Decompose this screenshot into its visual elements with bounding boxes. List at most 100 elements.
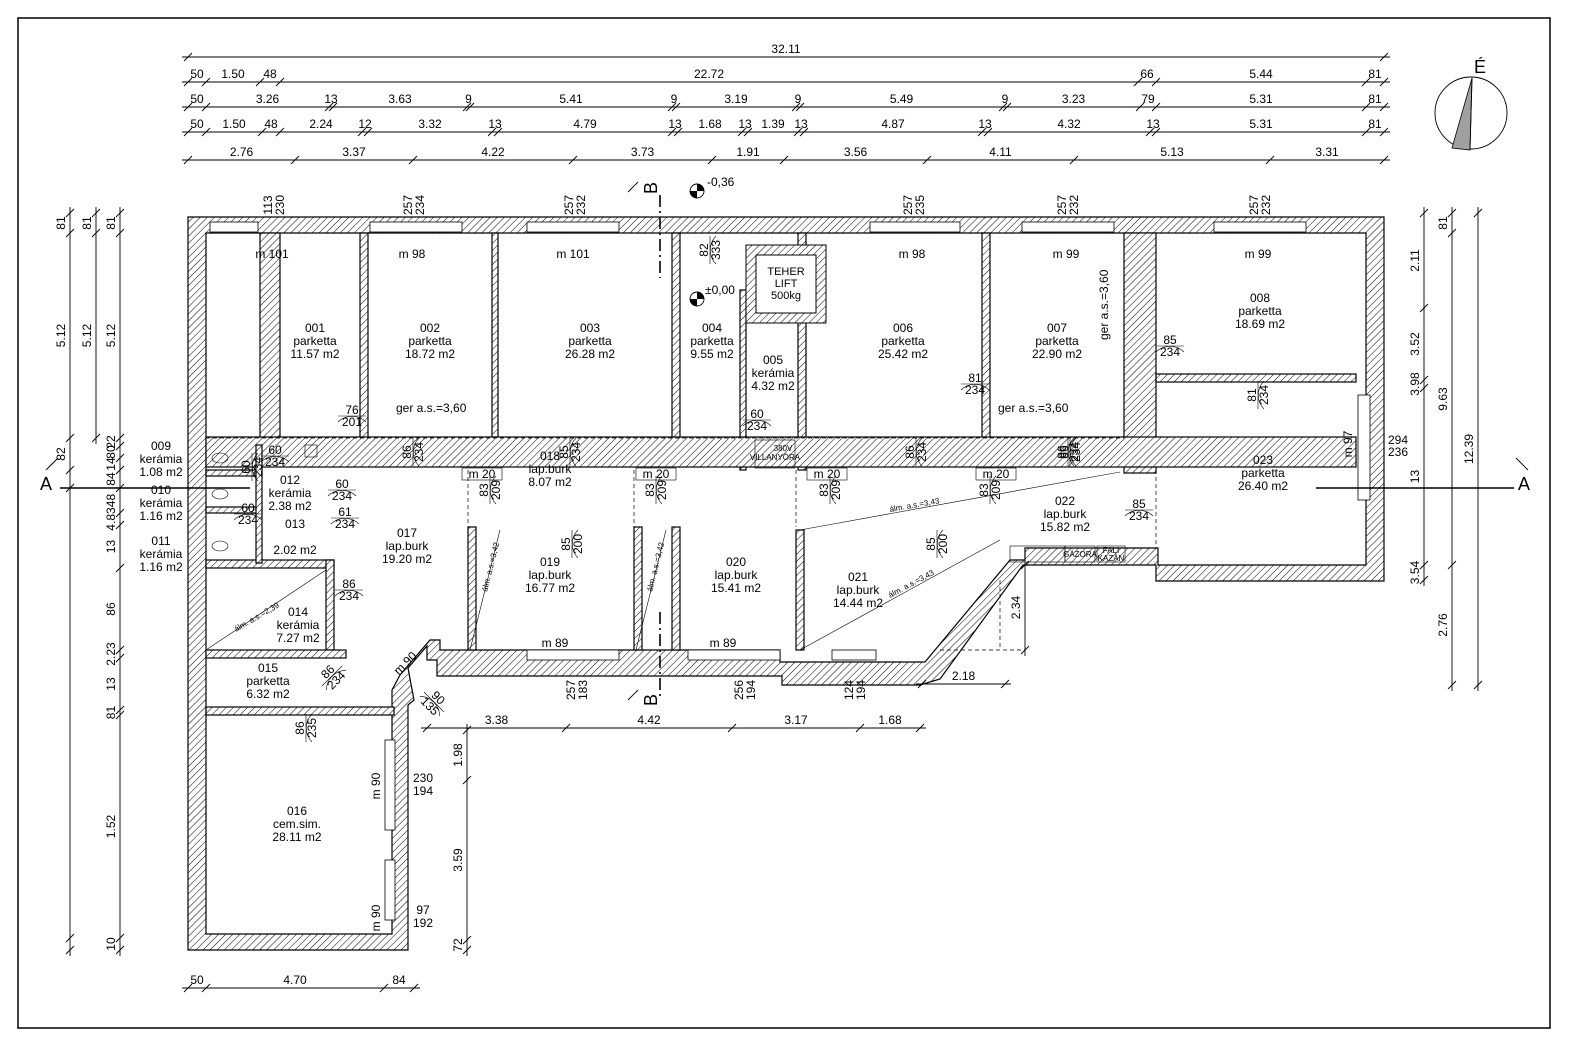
dim-top-4-label: 12: [358, 117, 372, 131]
wall-008-left: [1123, 232, 1157, 474]
door-height-label: 333: [709, 240, 723, 260]
room-id: 013: [285, 517, 305, 531]
dim-top-4-label: 48: [264, 117, 278, 131]
dim-top-3-label: 9: [1002, 92, 1009, 106]
room-id: 004: [702, 321, 722, 335]
room-finish: cem.sim.: [273, 817, 321, 831]
room-finish: lap.burk: [837, 583, 881, 597]
dim-right-a-label: 3.98: [1408, 372, 1422, 396]
dim-top-3-label: 3.23: [1062, 92, 1086, 106]
dim-top-3-label: 79: [1141, 92, 1155, 106]
window-size-label: m 101: [556, 247, 590, 261]
room-area: 16.77 m2: [525, 581, 575, 595]
door-height-label: 209: [489, 480, 503, 500]
room-finish: kerámia: [140, 547, 183, 561]
door-width-label: 82: [697, 243, 711, 257]
dim-right-b-label: 81: [1436, 216, 1450, 230]
dim-top-2-tick: [1361, 77, 1371, 87]
dim-right-a-label: 13: [1408, 470, 1422, 484]
wc-wall-3: [255, 444, 263, 564]
dim-top-3-label: 9: [795, 92, 802, 106]
dim-top-4-label: 13: [668, 117, 682, 131]
dim-top-4-tick: [743, 127, 753, 137]
dim-top-5-tick: [707, 155, 717, 165]
dim-left-b-tick: [115, 520, 125, 530]
dim-top-5-label: 3.56: [844, 145, 868, 159]
drawing-frame: [17, 17, 1551, 1029]
dim-top-4-label: 13: [794, 117, 808, 131]
dim-bottom-1-tick: [183, 983, 193, 993]
dim-top-3-tick: [1379, 102, 1389, 112]
dim-top-4-label: 5.31: [1249, 117, 1273, 131]
walls: [187, 216, 1385, 951]
dim-top-5-label: 1.91: [736, 145, 760, 159]
dim-bottom-south-label: 1.68: [878, 713, 902, 727]
dim-top-4-label: 4.32: [1057, 117, 1081, 131]
dim-wing-v-tick: [1020, 645, 1030, 655]
compass-north-label: É: [1474, 57, 1486, 77]
room-finish: lap.burk: [715, 568, 759, 582]
lintel-label: m 20: [469, 467, 496, 481]
dim-bottom-south-tick: [915, 723, 925, 733]
dim-top-4-label: 13: [978, 117, 992, 131]
room-id: 007: [1047, 321, 1067, 335]
dim-top-2-tick: [1379, 77, 1389, 87]
room-area: 1.16 m2: [139, 509, 183, 523]
dim-top-3-tick: [998, 102, 1008, 112]
electric-panel: [754, 439, 796, 469]
room-id: 001: [305, 321, 325, 335]
lintel-box: [975, 467, 1017, 481]
door-height-label: 235: [305, 718, 319, 738]
dim-right-c-tick: [1473, 680, 1483, 690]
corridor-wall: [205, 436, 1357, 468]
door-height-label: 234: [251, 457, 265, 477]
dim-top-2-tick: [275, 77, 285, 87]
window-sill-label: 192: [413, 916, 433, 930]
dim-top-5-label: 3.37: [342, 145, 366, 159]
room-finish: parketta: [881, 334, 925, 348]
window-height-label: 97: [416, 903, 430, 917]
dim-top-4-tick: [493, 127, 503, 137]
room-area: 22.90 m2: [1032, 347, 1082, 361]
window-size-label: m 89: [542, 636, 569, 650]
wall-006-left: [797, 232, 807, 471]
room-id: 021: [848, 570, 868, 584]
dim-bottom-vert-label: 72: [451, 938, 465, 952]
dim-top-4-label: 4.79: [573, 117, 597, 131]
room-id: 003: [580, 321, 600, 335]
dim-bottom-1-label: 50: [190, 973, 204, 987]
room-id: 020: [726, 555, 746, 569]
dim-right-b-tick: [1447, 228, 1457, 238]
dim-top-5-label: 3.73: [631, 145, 655, 159]
dim-wing-tick: [917, 679, 927, 689]
dim-top-3-tick: [667, 102, 677, 112]
dim-top-3-label: 13: [324, 92, 338, 106]
dim-top-3-tick: [324, 102, 334, 112]
door-height-label: 234: [915, 442, 929, 462]
dim-left-b-tick: [115, 653, 125, 663]
dim-top-2-label: 1.50: [221, 67, 245, 81]
dim-top-4-label: 13: [488, 117, 502, 131]
dim-bottom-south-label: 3.17: [784, 713, 808, 727]
dim-right-b-label: 9.63: [1436, 387, 1450, 411]
room-area: 18.69 m2: [1235, 317, 1285, 331]
lintel-label: m 20: [983, 467, 1010, 481]
room-finish: kerámia: [752, 366, 795, 380]
room-area: 15.82 m2: [1040, 520, 1090, 534]
section-a-right: A: [1518, 474, 1530, 494]
dim-left-b-label: 10: [104, 937, 118, 951]
boiler-label-2: KAZÁN: [1098, 554, 1125, 563]
dim-left-b-label: 81: [104, 706, 118, 720]
dim-bottom-1-label: 4.70: [283, 973, 307, 987]
room-area: 26.40 m2: [1238, 479, 1288, 493]
dim-left-outer-tick: [65, 208, 75, 218]
dim-top-2-label: 66: [1140, 67, 1154, 81]
dim-top-4-label: 1.50: [222, 117, 246, 131]
wall-019-right: [633, 526, 643, 651]
door-height-label: 234: [1069, 442, 1083, 462]
dim-top-5-tick: [290, 155, 300, 165]
